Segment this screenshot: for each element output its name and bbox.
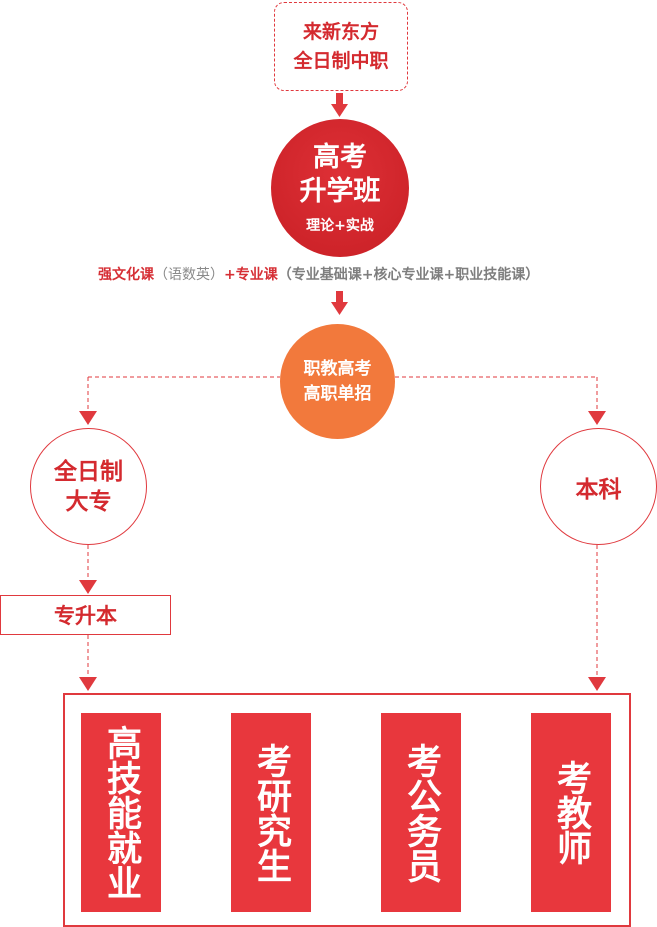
program-line-2: 升学班 [299, 176, 381, 207]
course-description: 强文化课（语数英）+专业课（专业基础课+核心专业课+职业技能课） [0, 264, 657, 284]
course-part-4: （专业基础课+核心专业课+职业技能课） [277, 267, 540, 283]
bachelor-circle: 本科 [540, 428, 657, 545]
arrow-down-icon [79, 411, 97, 425]
course-part-3: +专业课 [224, 267, 278, 283]
outcome-civil-service: 考公务员 [381, 713, 461, 912]
outcome-graduate-exam: 考研究生 [231, 713, 311, 912]
outcome-employment: 高技能就业 [81, 713, 161, 912]
arrow-down-icon [588, 677, 606, 691]
arrow-down-icon [79, 677, 97, 691]
exam-line-1: 职教高考 [303, 358, 372, 379]
upgrade-label: 专升本 [54, 604, 117, 628]
outcome-label: 考教师 [551, 760, 591, 865]
outcome-label: 考研究生 [251, 742, 291, 883]
course-part-1: 强文化课 [98, 267, 154, 283]
arrow-down-icon [79, 580, 97, 594]
start-box: 来新东方 全日制中职 [274, 2, 408, 91]
arrow-shaft-2 [336, 291, 343, 302]
exam-line-2: 高职单招 [303, 383, 372, 404]
program-line-1: 高考 [313, 142, 367, 173]
arrow-down-icon [588, 411, 606, 425]
outcome-teacher: 考教师 [531, 713, 611, 912]
outcome-label: 考公务员 [401, 742, 441, 883]
start-line-2: 全日制中职 [293, 49, 389, 72]
college-line-1: 全日制 [54, 458, 123, 485]
arrow-down-icon [331, 104, 348, 117]
arrow-down-icon [331, 302, 348, 315]
program-circle: 高考 升学班 理论+实战 [271, 119, 409, 257]
college-circle: 全日制 大专 [30, 428, 147, 545]
outcomes-container [63, 693, 631, 927]
outcome-label: 高技能就业 [101, 725, 141, 900]
college-line-2: 大专 [65, 488, 112, 515]
exam-circle: 职教高考 高职单招 [280, 324, 395, 439]
upgrade-box: 专升本 [0, 595, 171, 635]
start-line-1: 来新东方 [302, 20, 379, 43]
course-part-2: （语数英） [154, 267, 224, 283]
arrow-shaft-1 [336, 93, 343, 104]
bachelor-label: 本科 [575, 476, 622, 503]
program-subtitle: 理论+实战 [306, 218, 374, 234]
